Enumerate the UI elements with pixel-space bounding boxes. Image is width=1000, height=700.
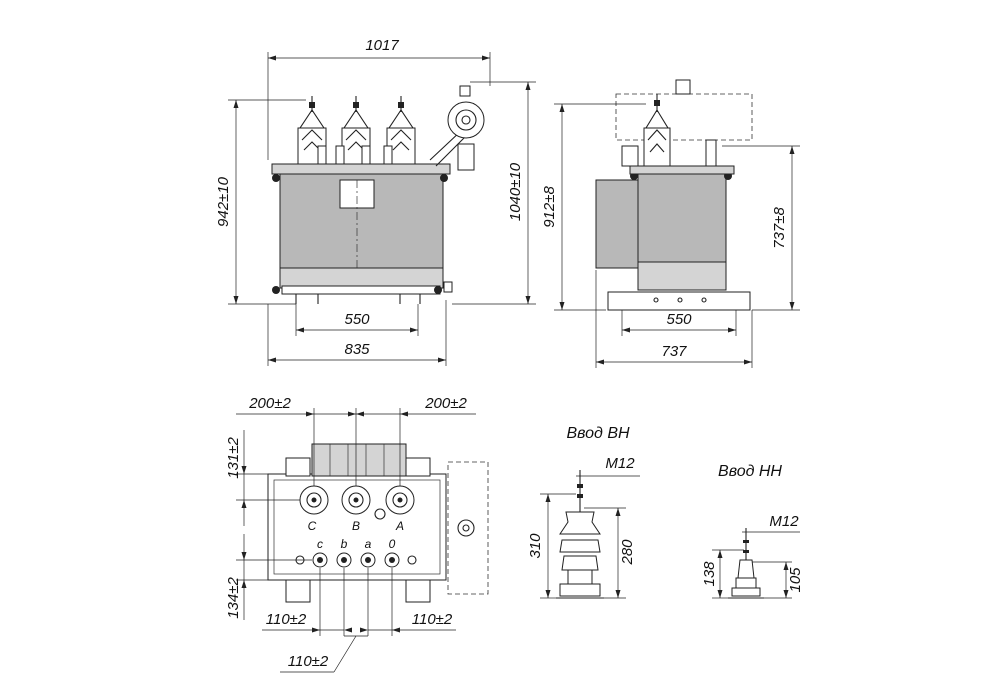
dim-text-110-right: 110±2 <box>412 611 453 628</box>
dim-top-offset-lower: 134±2 <box>225 534 312 620</box>
lv-bushing-detail: Ввод НН M12 138 105 <box>701 463 804 599</box>
dim-top-offset-upper: 131±2 <box>225 430 300 526</box>
phase-label-hv-b: B <box>352 519 360 533</box>
dim-text-1040: 1040±10 <box>507 162 524 221</box>
top-hv-bushing-a <box>385 485 415 515</box>
top-expansion-tank <box>447 461 489 595</box>
front-cover <box>271 163 451 175</box>
side-view: 912±8 737±8 550 737 <box>541 79 800 368</box>
side-expansion-tank <box>615 93 753 141</box>
lv-thread-label: M12 <box>769 513 799 530</box>
front-tank-lower <box>279 267 444 289</box>
dim-text-737-horizontal: 737 <box>661 343 687 360</box>
top-lv-bushing-a <box>360 552 376 568</box>
dim-front-height-left: 942±10 <box>215 99 306 305</box>
lv-body-label: 105 <box>787 567 804 593</box>
lv-bushing-title: Ввод НН <box>718 463 782 480</box>
top-lv-bushing-c <box>312 552 328 568</box>
dim-front-base-inner: 550 <box>295 304 419 336</box>
dim-text-942: 942±10 <box>215 176 232 227</box>
top-lv-bushing-0 <box>384 552 400 568</box>
phase-label-lv-b: b <box>341 537 348 551</box>
dim-text-110-bottom: 110±2 <box>288 653 329 670</box>
dim-side-height-right: 737±8 <box>722 145 800 311</box>
dim-side-base-inner: 550 <box>621 310 737 336</box>
dim-lv-spacing-bottom: 110±2 <box>280 635 368 673</box>
top-hv-bushing-c <box>299 485 329 515</box>
dim-text-1017: 1017 <box>365 37 399 54</box>
side-hv-bushing <box>643 94 671 167</box>
front-expansion-tank <box>429 85 485 171</box>
dim-lv-spacing-left: 110±2 <box>262 568 352 636</box>
dim-lv-spacing-right: 110±2 <box>360 568 456 636</box>
top-radiator <box>311 443 407 477</box>
dim-text-200-right: 200±2 <box>424 395 467 412</box>
dim-text-200-left: 200±2 <box>248 395 291 412</box>
front-base-frame <box>281 285 441 295</box>
dim-text-110-left: 110±2 <box>266 611 307 628</box>
side-base-plate <box>607 291 751 311</box>
dim-text-side-550: 550 <box>666 311 692 328</box>
phase-label-lv-c: c <box>317 537 323 551</box>
dim-text-134: 134±2 <box>225 577 242 619</box>
dim-top-spacing-left: 200±2 <box>236 395 364 486</box>
dim-text-912: 912±8 <box>541 186 558 228</box>
dim-text-737-vertical: 737±8 <box>771 207 788 249</box>
hv-bushing-detail: Ввод ВН M12 310 280 <box>527 425 640 599</box>
lv-height-label: 138 <box>701 561 718 587</box>
dim-text-131: 131±2 <box>225 437 242 479</box>
dim-text-550: 550 <box>344 311 370 328</box>
phase-label-hv-c: C <box>308 519 317 533</box>
dim-front-overall-width: 1017 <box>267 37 491 160</box>
top-view: C B A c b a 0 200±2 200±2 131±2 <box>225 395 489 673</box>
hv-thread-label: M12 <box>605 455 635 472</box>
hv-height-label: 310 <box>527 533 544 559</box>
phase-label-lv-a: a <box>365 537 372 551</box>
dim-top-spacing-right: 200±2 <box>348 395 476 486</box>
side-radiator <box>595 179 639 269</box>
top-lv-bushing-b <box>336 552 352 568</box>
hv-body-label: 280 <box>619 539 636 566</box>
hv-bushing-title: Ввод ВН <box>566 425 630 442</box>
dim-side-base-outer: 737 <box>595 270 753 368</box>
dim-front-base-outer: 835 <box>267 300 447 366</box>
dim-side-height-left: 912±8 <box>541 103 646 311</box>
dim-text-835: 835 <box>344 341 370 358</box>
phase-label-hv-a: A <box>395 519 404 533</box>
dim-front-height-right: 1040±10 <box>452 81 536 305</box>
top-hv-bushing-b <box>341 485 371 515</box>
front-view: 1017 942±10 1040±10 550 <box>215 37 536 366</box>
phase-label-lv-0: 0 <box>389 537 396 551</box>
